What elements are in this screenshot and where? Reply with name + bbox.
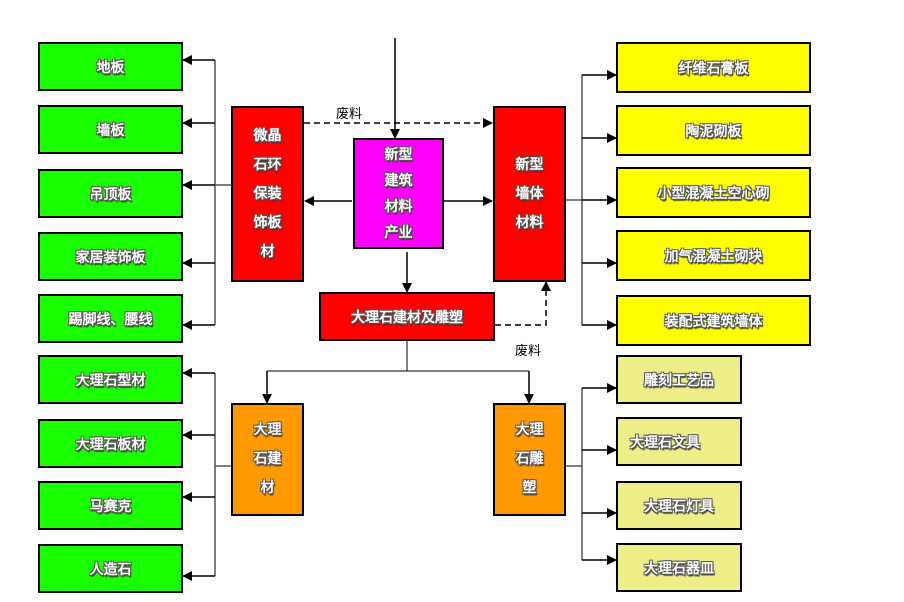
node-line: 大理 xyxy=(253,422,282,438)
leaf-label: 踢脚线、腰线 xyxy=(68,311,153,328)
leaf-label: 装配式建筑墙体 xyxy=(664,313,763,330)
node-marble-building-materials[interactable]: 大理 石建 材 xyxy=(231,403,304,516)
node-line: 微晶 xyxy=(253,127,282,144)
node-new-building-materials-industry[interactable]: 新型 建筑 材料 产业 xyxy=(353,138,444,249)
node-line: 材 xyxy=(260,243,275,260)
leaf-label: 墙板 xyxy=(96,122,125,139)
leaf-fiber-gypsum-board[interactable]: 纤维石膏板 xyxy=(616,42,811,93)
waste-label-bottom: 废料 xyxy=(515,344,542,359)
leaf-clay-block-panel[interactable]: 陶泥砌板 xyxy=(616,105,811,156)
leaf-ceiling-panel[interactable]: 吊顶板 xyxy=(38,169,183,218)
leaf-label: 纤维石膏板 xyxy=(678,60,749,77)
leaf-small-hollow-concrete-block[interactable]: 小型混凝土空心砌 xyxy=(616,167,811,218)
leaf-marble-vessels[interactable]: 大理石器皿 xyxy=(616,543,742,592)
leaf-artificial-stone[interactable]: 人造石 xyxy=(38,544,183,593)
node-line: 保装 xyxy=(253,185,282,202)
node-label: 大理石建材及雕塑 xyxy=(351,309,463,326)
leaf-label: 加气混凝土砌块 xyxy=(664,248,763,265)
leaf-floor[interactable]: 地板 xyxy=(38,42,183,91)
node-glass-ceramic-panels[interactable]: 微晶 石环 保装 饰板 材 xyxy=(231,106,304,282)
node-line: 建筑 xyxy=(384,172,413,189)
leaf-label: 地板 xyxy=(96,59,125,76)
leaf-label: 大理石灯具 xyxy=(644,498,714,515)
node-line: 大理 xyxy=(515,422,544,438)
leaf-label: 雕刻工艺品 xyxy=(644,372,714,389)
node-line: 墙体 xyxy=(515,185,544,202)
node-line: 石雕 xyxy=(515,451,544,467)
leaf-prefab-building-wall[interactable]: 装配式建筑墙体 xyxy=(616,295,811,346)
leaf-label: 陶泥砌板 xyxy=(685,123,742,140)
node-line: 材料 xyxy=(384,198,413,215)
leaf-skirting-waistline[interactable]: 踢脚线、腰线 xyxy=(38,294,183,343)
node-line: 饰板 xyxy=(253,214,282,231)
node-line: 石建 xyxy=(253,451,282,467)
leaf-home-decor-panel[interactable]: 家居装饰板 xyxy=(38,232,183,281)
waste-label-top: 废料 xyxy=(336,107,363,122)
leaf-label: 小型混凝土空心砌 xyxy=(657,185,770,202)
node-line: 新型 xyxy=(515,156,544,173)
leaf-marble-profiles[interactable]: 大理石型材 xyxy=(38,355,183,404)
node-line: 材 xyxy=(260,480,275,496)
leaf-marble-stationery[interactable]: 大理石文具 xyxy=(616,417,742,466)
leaf-mosaic[interactable]: 马赛克 xyxy=(38,481,183,530)
leaf-label: 吊顶板 xyxy=(89,186,132,203)
node-new-wall-materials[interactable]: 新型 墙体 材料 xyxy=(493,106,566,282)
node-marble-sculpture[interactable]: 大理 石雕 塑 xyxy=(493,403,566,516)
node-line: 材料 xyxy=(515,214,544,231)
waste-arrow-bottom xyxy=(495,281,551,326)
leaf-marble-lamps[interactable]: 大理石灯具 xyxy=(616,481,742,530)
leaf-label: 人造石 xyxy=(89,561,132,578)
node-line: 新型 xyxy=(384,146,413,163)
leaf-label: 大理石文具 xyxy=(630,434,700,451)
leaf-carved-crafts[interactable]: 雕刻工艺品 xyxy=(616,355,742,404)
leaf-label: 家居装饰板 xyxy=(75,249,146,266)
node-line: 石环 xyxy=(253,156,282,173)
leaf-label: 马赛克 xyxy=(89,498,132,515)
leaf-label: 大理石板材 xyxy=(75,436,146,453)
node-line: 产业 xyxy=(384,224,413,241)
leaf-label: 大理石器皿 xyxy=(644,560,714,577)
leaf-aerated-concrete-block[interactable]: 加气混凝土砌块 xyxy=(616,230,811,281)
leaf-label: 大理石型材 xyxy=(75,372,146,389)
node-marble-building-and-sculpture[interactable]: 大理石建材及雕塑 xyxy=(319,292,495,341)
leaf-wall-panel[interactable]: 墙板 xyxy=(38,105,183,154)
node-line: 塑 xyxy=(522,480,537,496)
leaf-marble-slabs[interactable]: 大理石板材 xyxy=(38,419,183,468)
